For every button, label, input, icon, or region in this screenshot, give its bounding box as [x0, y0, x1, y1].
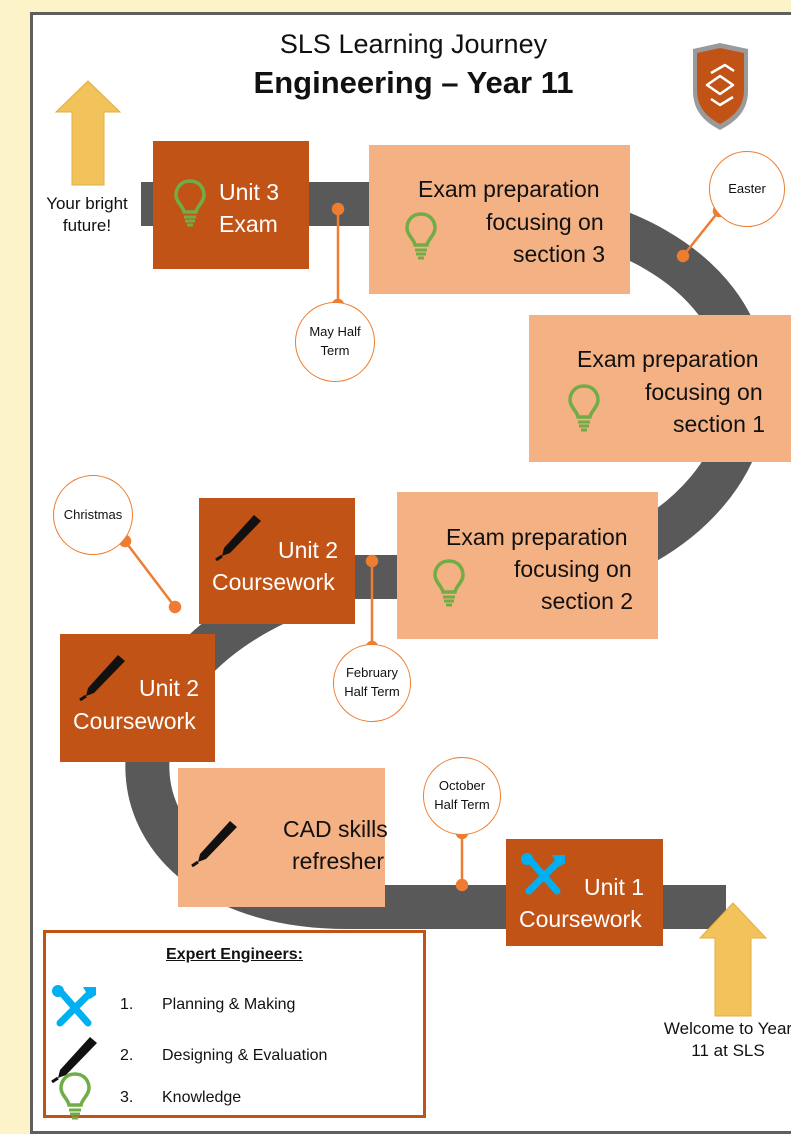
stage-line2: Coursework [519, 906, 642, 932]
learning-journey-page: SLS Learning Journey Engineering – Year … [30, 12, 791, 1134]
stage-line1: Exam preparation [446, 524, 628, 550]
stage-line2: focusing on [645, 379, 763, 405]
pen-icon [215, 515, 261, 561]
legend-label: Knowledge [162, 1089, 242, 1106]
legend-item-knowledge: 3. Knowledge [46, 1072, 423, 1122]
pen-icon [79, 655, 125, 701]
school-shield-logo [693, 43, 748, 130]
lightbulb-icon [59, 1072, 91, 1120]
stage-exam-prep-section1: Exam preparation focusing on section 1 [529, 315, 791, 462]
lightbulb-icon [405, 212, 437, 260]
start-label: Welcome to Year 11 at SLS [663, 1019, 791, 1061]
spanner-hammer-icon [52, 985, 96, 1027]
stage-line3: section 1 [673, 411, 766, 437]
stage-line2: Exam [219, 211, 278, 237]
stage-exam-prep-section2: Exam preparation focusing on section 2 [397, 492, 658, 639]
end-label: Your bright future! [46, 194, 128, 236]
stage-line1: Unit 2 [278, 537, 339, 563]
stage-line1: Unit 3 [219, 179, 280, 205]
lightbulb-icon [568, 384, 600, 432]
stage-exam-prep-section3: Exam preparation focusing on section 3 [369, 145, 630, 294]
legend-number: 1. [120, 996, 134, 1013]
stage-line1: Exam preparation [577, 346, 759, 372]
milestone-easter: Easter [709, 151, 785, 227]
stage-line3: section 2 [541, 588, 634, 614]
end-arrow [54, 80, 122, 186]
stage-line2: focusing on [486, 209, 604, 235]
stage-unit3-exam: Unit 3 Exam [153, 141, 309, 269]
start-arrow [698, 902, 768, 1017]
stage-line1: CAD skills [283, 816, 388, 842]
page-title: SLS Learning Journey [279, 29, 548, 59]
stage-cad-skills: CAD skills refresher [178, 768, 388, 907]
spanner-hammer-icon [521, 853, 565, 895]
stage-unit2-coursework-b: Unit 2 Coursework [199, 498, 355, 624]
legend-item-planning: 1. Planning & Making [46, 983, 423, 1028]
stage-line2: focusing on [514, 556, 632, 582]
stage-line3: section 3 [513, 241, 606, 267]
legend-box: Expert Engineers: 1. Planning & Making 2… [43, 930, 426, 1120]
milestone-line1: May Half [309, 324, 361, 340]
stage-line2: Coursework [212, 569, 335, 595]
milestone-line2: Half Term [434, 797, 490, 812]
lightbulb-icon [174, 179, 206, 227]
legend-label: Designing & Evaluation [162, 1047, 328, 1064]
milestone-line2: Half Term [344, 684, 400, 699]
milestone-line1: February [345, 665, 398, 681]
pen-icon [191, 821, 237, 867]
stage-unit1-coursework: Unit 1 Coursework [506, 839, 663, 946]
milestone-line2: Term [320, 343, 350, 358]
milestone-line1: Easter [728, 180, 766, 196]
legend-label: Planning & Making [162, 996, 296, 1013]
pen-icon [51, 1037, 97, 1083]
legend-item-designing: 2. Designing & Evaluation [46, 1033, 423, 1083]
stage-unit2-coursework-a: Unit 2 Coursework [60, 634, 215, 762]
milestone-line1: Christmas [63, 506, 123, 522]
stage-line1: Unit 2 [139, 675, 200, 701]
stage-line2: Coursework [73, 708, 196, 734]
page-subtitle: Engineering – Year 11 [253, 65, 574, 100]
lightbulb-icon [433, 559, 465, 607]
stage-line2: refresher [292, 848, 385, 874]
legend-number: 2. [120, 1047, 134, 1064]
stage-line1: Unit 1 [584, 874, 645, 900]
stage-line1: Exam preparation [418, 176, 600, 202]
legend-title: Expert Engineers: [166, 946, 303, 963]
legend-number: 3. [120, 1089, 134, 1106]
milestone-christmas: Christmas [53, 475, 133, 555]
milestone-line1: October [438, 778, 486, 794]
